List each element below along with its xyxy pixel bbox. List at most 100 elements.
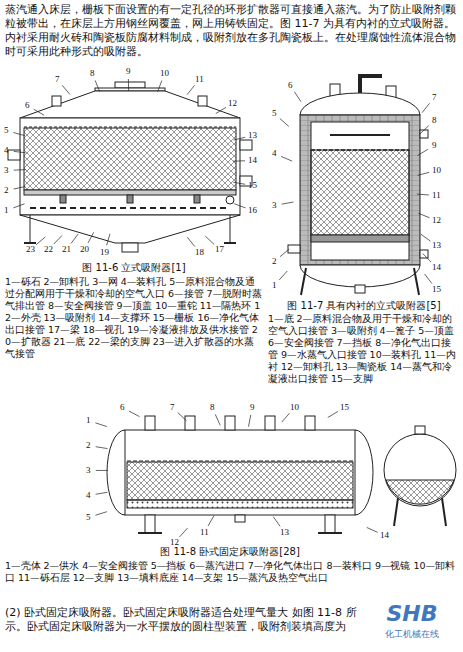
figure-caption: 图 11-8 卧式固定床吸附器[28] bbox=[60, 545, 400, 558]
watermark: SHB bbox=[372, 602, 452, 626]
callout-number: 10 bbox=[290, 402, 299, 413]
callout-number: 6 bbox=[288, 80, 293, 91]
callout-number: 2 bbox=[4, 185, 9, 196]
callout-number: 10 bbox=[160, 68, 169, 79]
lined-vertical-adsorber bbox=[288, 76, 428, 295]
callout-number: 14 bbox=[380, 530, 389, 541]
horizontal-adsorber bbox=[107, 416, 456, 533]
leader-line bbox=[234, 137, 246, 140]
leader-line bbox=[418, 149, 428, 155]
callout-number: 12 bbox=[170, 537, 179, 548]
leader-line bbox=[96, 470, 108, 471]
callout-number: 21 bbox=[62, 244, 71, 255]
leader-line bbox=[328, 411, 338, 417]
leader-line bbox=[233, 182, 245, 184]
callout-number: 1 bbox=[4, 205, 9, 216]
callout-number: 11 bbox=[200, 527, 209, 538]
callout-number: 8 bbox=[432, 115, 437, 126]
leader-line bbox=[234, 204, 245, 208]
callout-number: 17 bbox=[215, 244, 224, 255]
leader-line bbox=[95, 423, 106, 427]
leader-line bbox=[95, 512, 106, 516]
callout-number: 14 bbox=[432, 262, 441, 273]
callout-number: 15 bbox=[340, 402, 349, 413]
callout-number: 3 bbox=[272, 200, 277, 211]
leader-line bbox=[280, 118, 289, 126]
callout-number: 5 bbox=[272, 108, 277, 119]
leader-line bbox=[107, 234, 110, 246]
leader-line bbox=[248, 415, 250, 427]
leader-line bbox=[282, 413, 290, 422]
leader-line bbox=[187, 85, 195, 94]
vertical-adsorber bbox=[8, 82, 252, 252]
figure-legend: 1—底 2—原料混合物及用于干燥和冷却的空气入口接管 3—吸附剂 4—篦子 5—… bbox=[268, 313, 460, 385]
callout-number: 7 bbox=[432, 92, 437, 103]
callout-number: 13 bbox=[248, 130, 257, 141]
callout-number: 13 bbox=[280, 527, 289, 538]
callout-number: 12 bbox=[228, 98, 237, 109]
figure-caption: 图 11-7 具有内衬的立式吸附器[5] bbox=[268, 299, 460, 312]
callout-number: 23 bbox=[26, 244, 35, 255]
callout-number: 22 bbox=[44, 244, 53, 255]
callout-number: 12 bbox=[432, 215, 441, 226]
callout-number: 9 bbox=[126, 66, 131, 77]
leader-line bbox=[233, 160, 245, 161]
leader-line bbox=[417, 194, 429, 196]
leader-line bbox=[158, 81, 162, 92]
leader-line bbox=[129, 411, 140, 417]
leader-line bbox=[423, 254, 431, 263]
callout-number: 4 bbox=[86, 490, 91, 501]
leader-line bbox=[62, 85, 70, 94]
callout-number: 9 bbox=[250, 402, 255, 413]
leader-line bbox=[14, 187, 26, 189]
leader-line bbox=[96, 492, 108, 494]
leader-line bbox=[215, 414, 220, 425]
callout-number: 7 bbox=[170, 402, 175, 413]
callout-number: 2 bbox=[86, 440, 91, 451]
leader-line bbox=[13, 133, 25, 136]
callout-number: 11 bbox=[432, 190, 441, 201]
leader-line bbox=[420, 126, 429, 134]
callout-number: 19 bbox=[100, 247, 109, 258]
figure-legend: 1—砾石 2—卸料孔 3—网 4—装料孔 5—原料混合物及通过分配网用于干燥和冷… bbox=[5, 276, 263, 360]
leader-line bbox=[180, 528, 188, 537]
leader-line bbox=[54, 235, 62, 244]
callout-number: 4 bbox=[4, 145, 9, 156]
leader-line bbox=[418, 213, 429, 217]
watermark: 化工机械在线 bbox=[366, 628, 458, 640]
callout-number: 11 bbox=[195, 74, 204, 85]
callout-number: 4 bbox=[272, 148, 277, 159]
callout-number: 5 bbox=[86, 512, 91, 523]
leader-line bbox=[14, 169, 26, 171]
callout-number: 1 bbox=[86, 415, 91, 426]
callout-number: 13 bbox=[432, 240, 441, 251]
callout-number: 8 bbox=[90, 68, 95, 79]
leader-line bbox=[216, 107, 226, 113]
leader-line bbox=[273, 517, 280, 527]
figure-caption: 图 11-6 立式吸附器[1] bbox=[5, 261, 263, 274]
leader-line bbox=[36, 237, 45, 245]
callout-number: 14 bbox=[248, 155, 257, 166]
leader-line bbox=[205, 236, 214, 244]
callout-number: 9 bbox=[432, 140, 437, 151]
leader-line bbox=[281, 156, 292, 161]
callout-number: 15 bbox=[248, 180, 257, 191]
callout-number: 1 bbox=[272, 280, 277, 291]
leader-line bbox=[425, 274, 432, 284]
callout-number: 16 bbox=[248, 205, 257, 216]
body-text: (2) 卧式固定床吸附器。卧式固定床吸附器适合处理气量大 如图 11-8 所示。… bbox=[5, 606, 357, 634]
callout-number: 3 bbox=[4, 165, 9, 176]
callout-number: 20 bbox=[80, 244, 89, 255]
leader-line bbox=[422, 103, 430, 112]
body-text: 蒸汽通入床层，栅板下面设置的有一定孔径的环形扩散器可直接通入蒸汽。为了防止吸附剂… bbox=[5, 3, 458, 59]
callout-number: 7 bbox=[55, 74, 60, 85]
callout-number: 18 bbox=[195, 247, 204, 258]
leader-line bbox=[88, 232, 94, 243]
leader-line bbox=[282, 202, 294, 204]
leader-line bbox=[178, 413, 187, 421]
leader-line bbox=[279, 271, 287, 280]
leader-line bbox=[418, 172, 430, 175]
leader-line bbox=[95, 80, 100, 91]
callout-number: 3 bbox=[86, 465, 91, 476]
callout-number: 10 bbox=[432, 165, 441, 176]
